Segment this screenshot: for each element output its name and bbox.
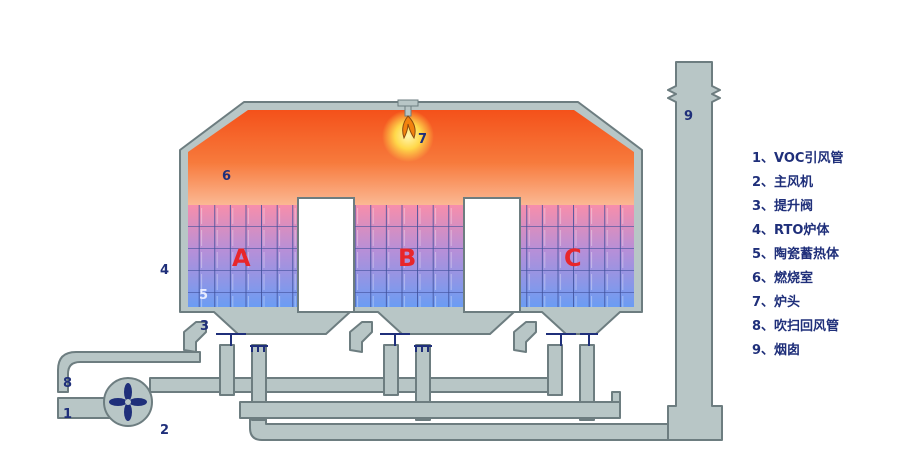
legend-item-8: 8、吹扫回风管 — [752, 318, 839, 334]
legend-item-6: 6、燃烧室 — [752, 270, 813, 286]
label-8: 8 — [63, 376, 72, 391]
label-1: 1 — [63, 407, 72, 422]
label-5: 5 — [199, 288, 208, 303]
burner-icon — [397, 99, 419, 140]
label-2: 2 — [160, 423, 169, 438]
lift-valves — [216, 333, 598, 352]
legend-item-4: 4、RTO炉体 — [752, 222, 830, 238]
legend: 1、VOC引风管 2、主风机 3、提升阀 4、RTO炉体 5、陶瓷蓄热体 6、燃… — [752, 150, 843, 358]
label-7: 7 — [418, 132, 427, 147]
piping — [57, 321, 721, 441]
label-4: 4 — [160, 263, 169, 278]
legend-item-9: 9、烟囱 — [752, 342, 800, 358]
label-6: 6 — [222, 169, 231, 184]
legend-item-7: 7、炉头 — [752, 294, 800, 310]
fan-icon — [109, 383, 147, 421]
legend-item-3: 3、提升阀 — [752, 198, 813, 214]
bed-dividers — [297, 197, 521, 313]
bed-label-b: B — [398, 244, 416, 272]
legend-item-1: 1、VOC引风管 — [752, 150, 843, 166]
ceramic-media — [188, 205, 634, 307]
legend-item-5: 5、陶瓷蓄热体 — [752, 246, 840, 262]
chimney — [667, 61, 723, 441]
main-fan — [103, 377, 153, 427]
label-3: 3 — [200, 319, 209, 334]
bed-label-c: C — [564, 244, 582, 272]
bed-label-a: A — [232, 244, 251, 272]
rto-furnace-body — [179, 99, 643, 352]
legend-item-2: 2、主风机 — [752, 174, 813, 190]
label-9: 9 — [684, 109, 693, 124]
burner-glow — [382, 110, 434, 162]
